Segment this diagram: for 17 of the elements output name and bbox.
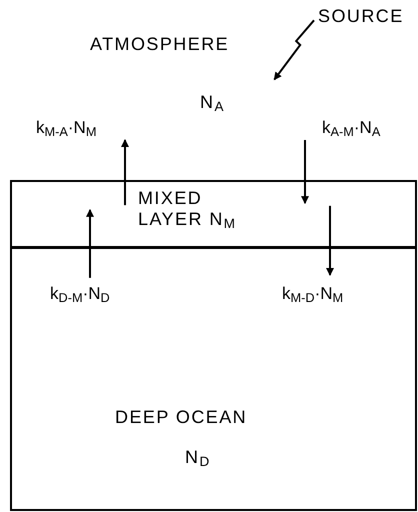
layer-box bbox=[10, 247, 417, 511]
layer-box bbox=[10, 180, 417, 248]
region-label: N$_{A}$ bbox=[200, 92, 225, 113]
arrow bbox=[86, 208, 94, 278]
arrow bbox=[274, 20, 315, 80]
edge-label: k$_{A-M}$·N$_{A}$ bbox=[322, 118, 380, 138]
region-label: SOURCE bbox=[318, 6, 404, 27]
region-label: DEEP OCEAN bbox=[115, 407, 248, 428]
edge-label: k$_{M-A}$·N$_{M}$ bbox=[36, 118, 96, 138]
arrow bbox=[121, 139, 129, 206]
arrow bbox=[326, 206, 334, 276]
region-label: ATMOSPHERE bbox=[90, 34, 230, 55]
edge-label: k$_{M-D}$·N$_{M}$ bbox=[282, 284, 344, 304]
arrow bbox=[301, 140, 309, 204]
region-label: N$_{D}$ bbox=[185, 447, 211, 468]
region-label: MIXED LAYER N$_{M}$ bbox=[138, 188, 238, 230]
edge-label: k$_{D-M}$·N$_{D}$ bbox=[50, 284, 110, 304]
